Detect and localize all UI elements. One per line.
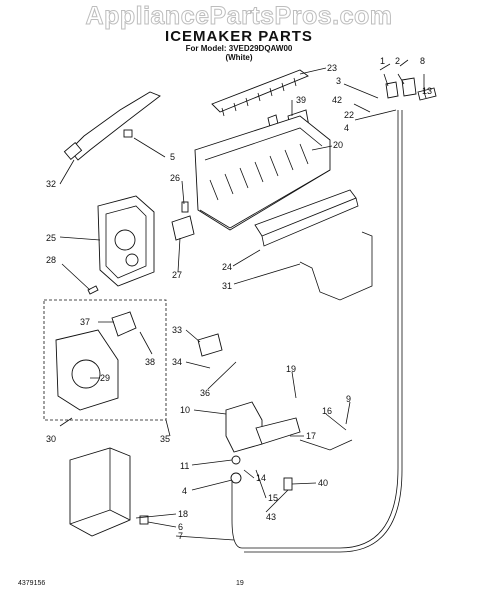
- callout-6: 6: [178, 522, 183, 532]
- callout-30: 30: [46, 434, 56, 444]
- callout-31: 31: [222, 281, 232, 291]
- wire-arm-part: [299, 231, 373, 301]
- callout-8: 8: [420, 56, 425, 66]
- page-title: ICEMAKER PARTS: [165, 28, 313, 45]
- leader-lines: [59, 67, 427, 541]
- callout-11: 11: [180, 461, 189, 471]
- watermark: AppliancePartsPros.com: [85, 2, 393, 31]
- callout-3: 3: [336, 76, 341, 86]
- callout-23: 23: [327, 63, 337, 73]
- callout-5: 5: [170, 152, 175, 162]
- callout-42: 42: [332, 95, 342, 105]
- callout-27: 27: [172, 270, 182, 280]
- callout-14: 14: [256, 473, 266, 483]
- callout-32: 32: [46, 179, 56, 189]
- callout-17: 17: [306, 431, 316, 441]
- callout-29: 29: [100, 373, 110, 383]
- callout-15: 15: [268, 493, 278, 503]
- model-line: For Model: 3VED29DQAW00: [185, 44, 293, 53]
- callout-28: 28: [46, 255, 56, 265]
- callout-40: 40: [318, 478, 328, 488]
- callout-2: 2: [395, 56, 400, 66]
- screw-part: [87, 285, 99, 295]
- fill-tube-part: [63, 91, 161, 161]
- housing-part: [97, 195, 155, 287]
- callout-10: 10: [180, 405, 190, 415]
- callout-38: 38: [145, 357, 155, 367]
- callout-39: 39: [296, 95, 306, 105]
- footer-part-number: 4379156: [18, 580, 46, 587]
- mold-part: [194, 115, 331, 231]
- switch-part: [197, 333, 223, 357]
- footer-page-number: 19: [236, 580, 244, 587]
- callout-13: 13: [422, 86, 432, 96]
- callout-43: 43: [266, 512, 276, 522]
- callout-9: 9: [346, 394, 351, 404]
- clip-part: [123, 129, 133, 138]
- callout-37: 37: [80, 317, 90, 327]
- callout-22: 22: [344, 110, 354, 120]
- callout-35: 35: [160, 434, 170, 444]
- callout-20: 20: [333, 140, 343, 150]
- callout-34: 34: [172, 357, 182, 367]
- callout-4-lower: 4: [182, 486, 187, 496]
- callout-7: 7: [178, 531, 183, 541]
- callout-26: 26: [170, 173, 180, 183]
- callout-24: 24: [222, 262, 232, 272]
- callout-1: 1: [380, 56, 385, 66]
- callout-33: 33: [172, 325, 182, 335]
- ejector-part: [211, 69, 309, 117]
- inlet-tube-part: [231, 110, 403, 553]
- water-valve-part: [225, 401, 301, 484]
- callout-4: 4: [344, 123, 349, 133]
- callout-25: 25: [46, 233, 56, 243]
- callout-36: 36: [200, 388, 210, 398]
- callout-labels: 1 2 8 3 13 42 22 4 23 39 20 5 32 26 25 2…: [46, 56, 432, 541]
- callout-16: 16: [322, 406, 332, 416]
- callout-19: 19: [286, 364, 296, 374]
- coupling-part: [379, 59, 437, 101]
- shield-part: [254, 189, 359, 247]
- color-line: (White): [225, 53, 253, 62]
- thermostat-part: [171, 201, 195, 241]
- callout-18: 18: [178, 509, 188, 519]
- cover-part: [69, 447, 149, 537]
